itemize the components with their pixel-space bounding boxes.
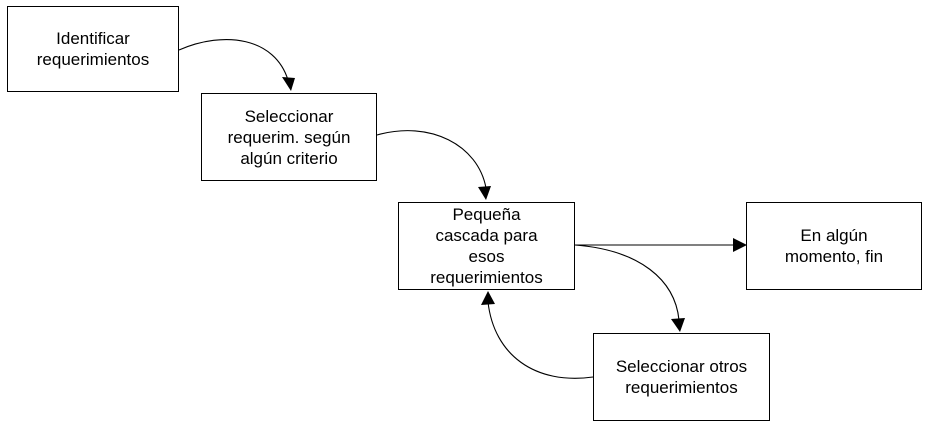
node-seleccionar-otros: Seleccionar otros requerimientos [593, 333, 770, 421]
edge-cascada-to-otros-arrowhead [671, 318, 685, 332]
edge-seleccionar-to-cascada-arrowhead [478, 186, 491, 200]
edge-identificar-to-seleccionar-arrowhead [282, 77, 295, 91]
edge-seleccionar-to-cascada [376, 130, 487, 189]
node-seleccionar-requerimientos: Seleccionar requerim. según algún criter… [201, 93, 377, 181]
node-pequena-cascada: Pequeña cascada para esos requerimientos [398, 202, 575, 290]
edge-otros-to-cascada-arrowhead [481, 291, 495, 305]
edge-identificar-to-seleccionar [178, 39, 289, 81]
node-identificar-requerimientos: Identificar requerimientos [7, 6, 179, 92]
node-fin: En algún momento, fin [746, 202, 922, 290]
edge-cascada-to-fin-arrowhead [733, 238, 747, 252]
edge-otros-to-cascada [487, 301, 594, 379]
edge-cascada-to-otros [574, 244, 680, 321]
